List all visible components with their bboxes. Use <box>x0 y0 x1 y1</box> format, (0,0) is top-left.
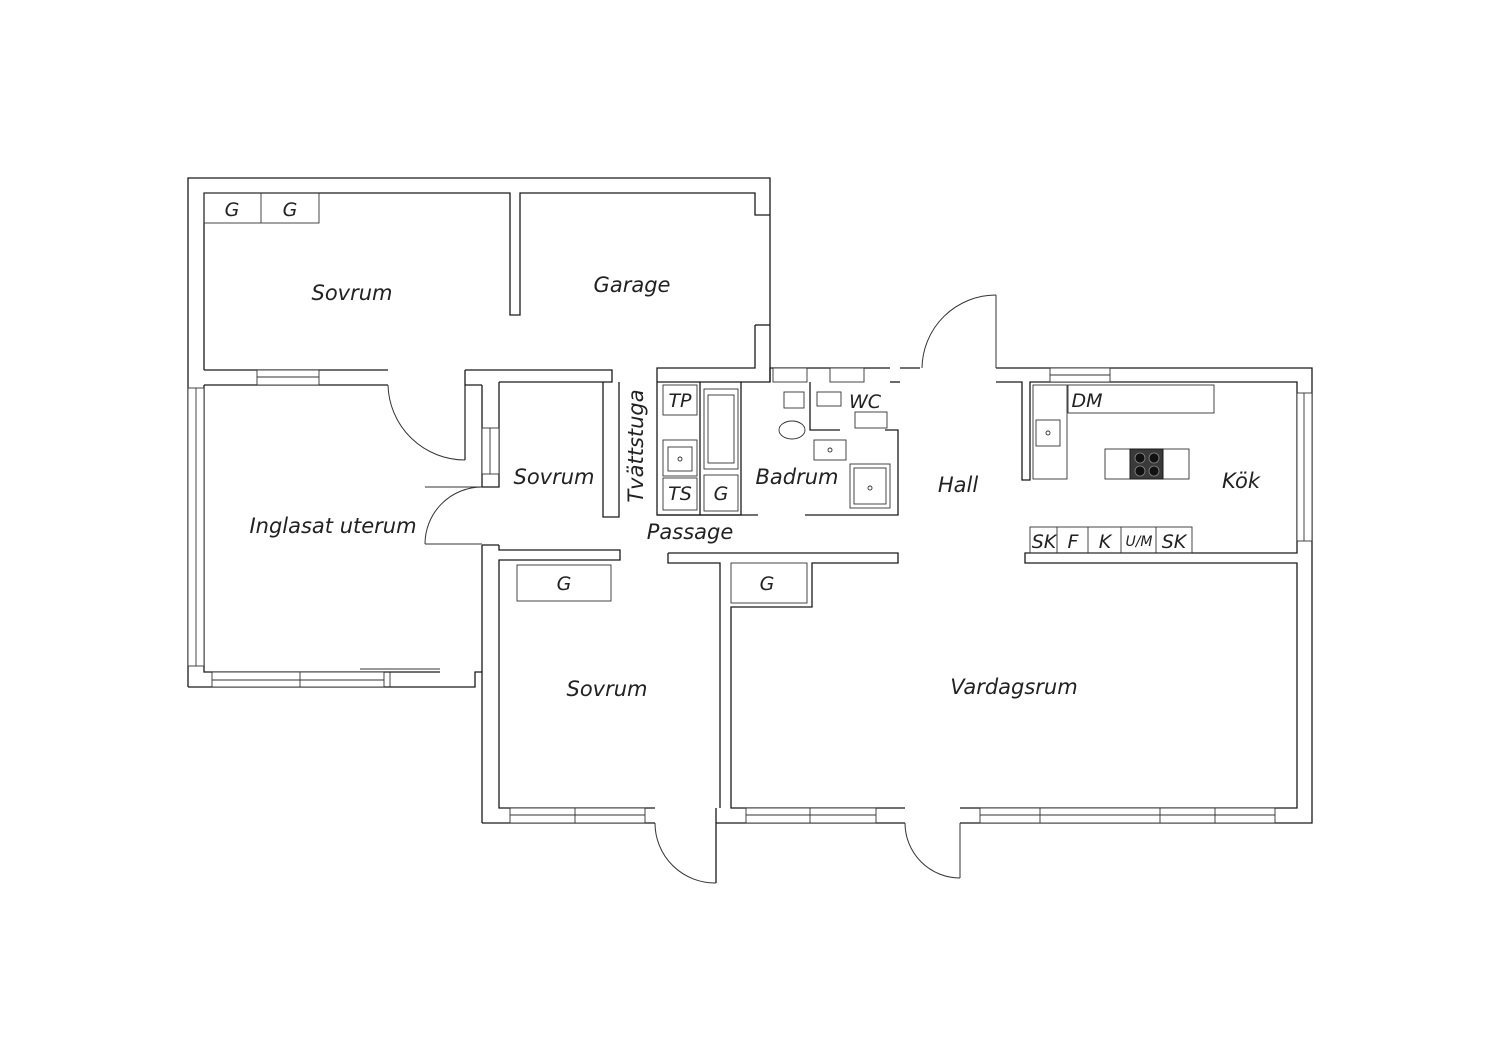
doors <box>387 294 997 884</box>
room-label-wc: WC <box>849 391 882 413</box>
fixtures <box>203 192 1215 604</box>
room-label-sovrum-3: Sovrum <box>566 677 647 701</box>
room-label-sovrum-2: Sovrum <box>513 465 594 489</box>
k-label: K <box>1099 531 1113 553</box>
room-label-tvattstuga: Tvättstuga <box>624 389 648 502</box>
fixture-labels: G G G G G TP TS DM SK F K U/M SK <box>225 199 1188 595</box>
room-label-vardagsrum: Vardagsrum <box>950 675 1077 699</box>
room-label-hall: Hall <box>938 473 978 497</box>
wardrobe-label: G <box>557 573 572 595</box>
room-label-garage: Garage <box>594 273 671 297</box>
ts-label: TS <box>668 483 692 505</box>
room-label-inglasat-uterum: Inglasat uterum <box>249 514 416 538</box>
room-label-kok: Kök <box>1222 469 1261 493</box>
um-label: U/M <box>1125 534 1152 550</box>
dm-label: DM <box>1071 390 1102 412</box>
windows <box>187 367 1313 824</box>
room-labels: Sovrum Garage Sovrum Tvättstuga Badrum W… <box>249 273 1260 701</box>
wardrobe-label: G <box>714 483 729 505</box>
room-label-sovrum-1: Sovrum <box>311 281 392 305</box>
wardrobe-label: G <box>760 573 775 595</box>
f-label: F <box>1068 531 1080 553</box>
room-label-badrum: Badrum <box>755 465 838 489</box>
room-label-passage: Passage <box>647 520 734 544</box>
wardrobe-label: G <box>225 199 240 221</box>
sk-label: SK <box>1032 531 1058 553</box>
sk-label: SK <box>1162 531 1188 553</box>
wardrobe-label: G <box>283 199 298 221</box>
tp-label: TP <box>668 390 692 412</box>
